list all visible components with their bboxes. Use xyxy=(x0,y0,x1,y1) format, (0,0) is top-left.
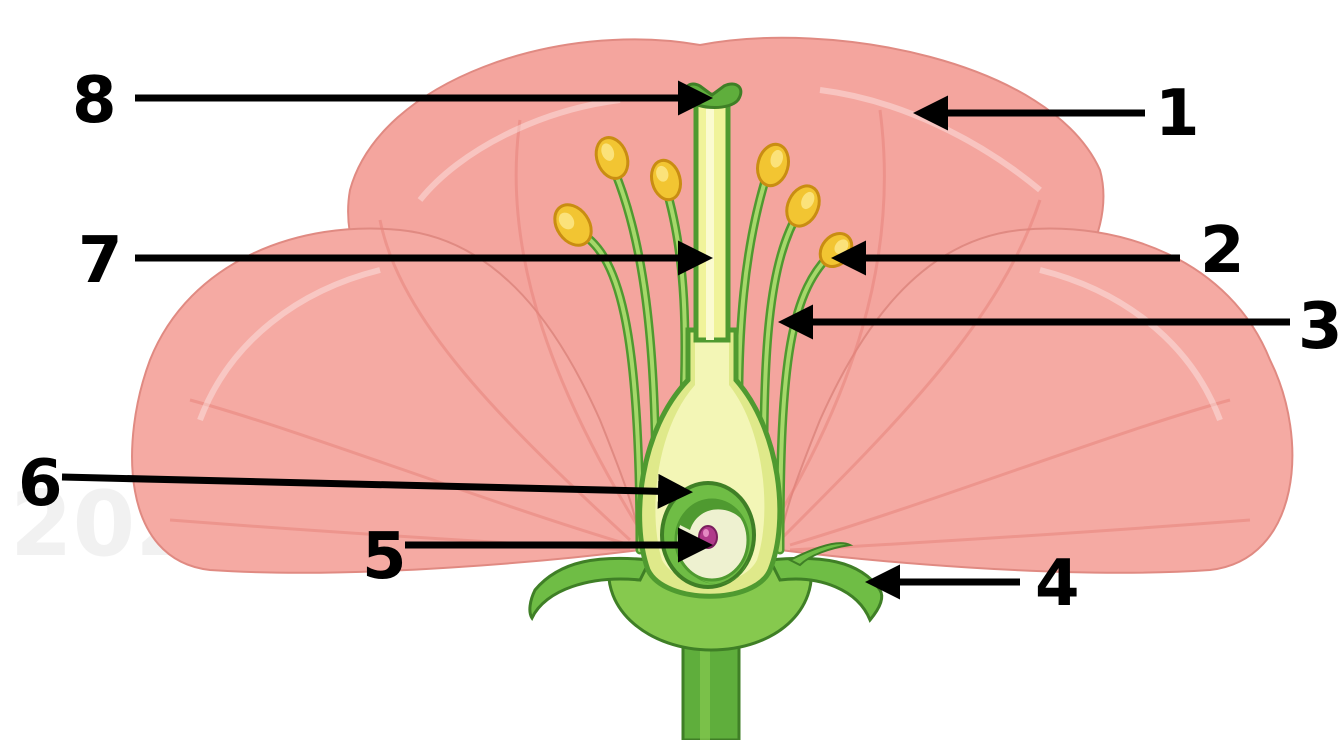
label-6: 6 xyxy=(18,447,63,521)
label-1: 1 xyxy=(1155,77,1200,151)
label-3: 3 xyxy=(1298,290,1340,364)
label-5: 5 xyxy=(362,520,407,594)
label-8: 8 xyxy=(72,64,117,138)
label-2: 2 xyxy=(1200,214,1245,288)
label-7: 7 xyxy=(78,224,123,298)
label-4: 4 xyxy=(1035,547,1080,621)
